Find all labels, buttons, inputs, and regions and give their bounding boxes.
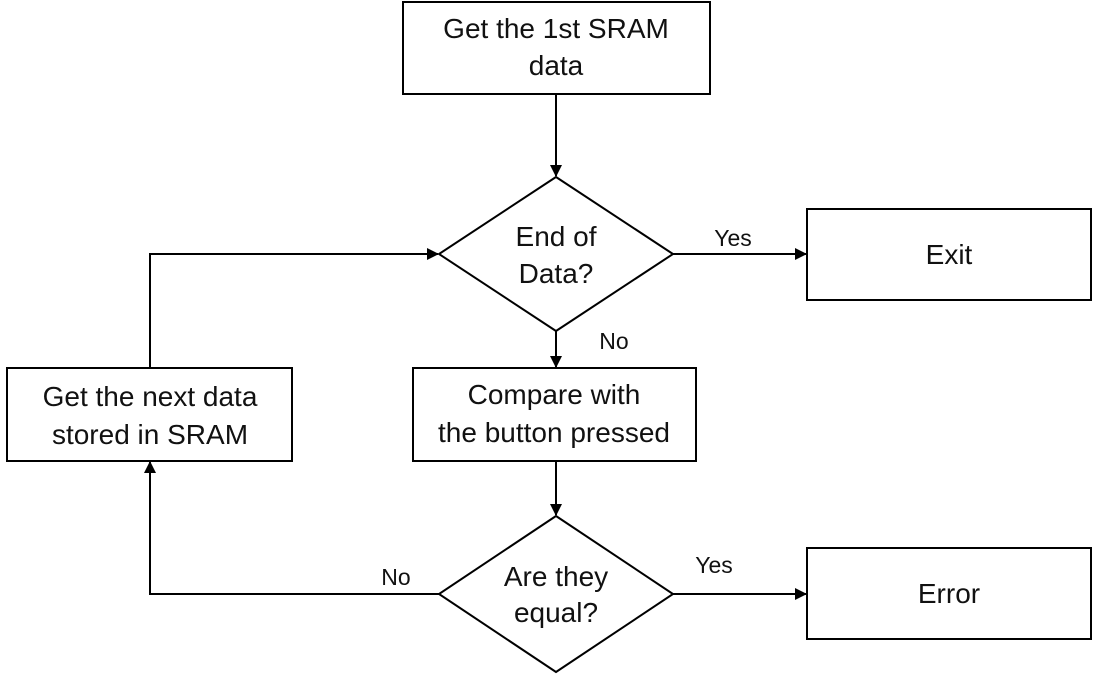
error-label: Error [918, 578, 980, 609]
edge-next-to-end-check [149, 248, 439, 368]
next-box [6, 367, 293, 462]
start-label-line2: data [529, 50, 584, 81]
node-error: Error [806, 547, 1092, 640]
node-start: Get the 1st SRAM data [402, 1, 711, 95]
start-box [402, 1, 711, 95]
node-equal-check: Are they equal? [437, 514, 675, 674]
end-check-label-line1: End of [516, 221, 597, 252]
edge-equal-check-to-next [144, 461, 439, 595]
edge-label-end-yes: Yes [714, 225, 752, 251]
exit-label: Exit [926, 239, 973, 270]
next-label-line1: Get the next data [43, 381, 258, 412]
node-exit: Exit [806, 208, 1092, 301]
equal-check-diamond [437, 514, 675, 674]
node-end-check: End of Data? [437, 175, 675, 333]
node-compare: Compare with the button pressed [412, 367, 697, 462]
end-check-label-line2: Data? [519, 258, 594, 289]
start-label-line1: Get the 1st SRAM [443, 13, 669, 44]
next-label-line2: stored in SRAM [52, 419, 248, 450]
end-check-diamond [437, 175, 675, 333]
equal-check-label-line2: equal? [514, 597, 598, 628]
edge-label-equal-yes: Yes [695, 552, 733, 578]
compare-label-line1: Compare with [468, 379, 641, 410]
node-next: Get the next data stored in SRAM [6, 367, 293, 462]
error-box [806, 547, 1092, 640]
exit-box [806, 208, 1092, 301]
edge-label-equal-no: No [381, 564, 410, 590]
equal-check-label-line1: Are they [504, 561, 608, 592]
edge-label-end-no: No [599, 328, 628, 354]
compare-box [412, 367, 697, 462]
compare-label-line2: the button pressed [438, 417, 670, 448]
